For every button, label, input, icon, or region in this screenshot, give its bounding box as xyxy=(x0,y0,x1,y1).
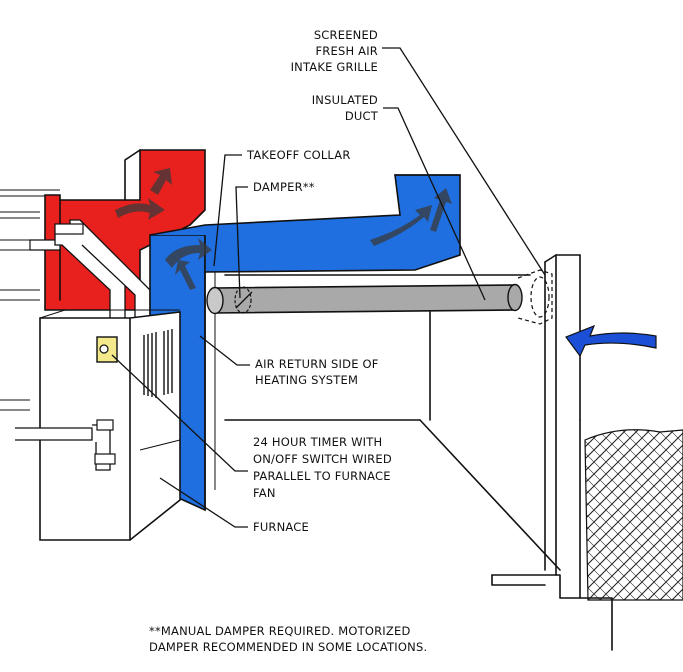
label-screened-grille-line1: SCREENED xyxy=(314,28,378,42)
fresh-air-arrow xyxy=(565,324,657,358)
footnote-line1: **MANUAL DAMPER REQUIRED. MOTORIZED xyxy=(149,624,411,638)
label-timer-line3: PARALLEL TO FURNACE xyxy=(253,469,391,483)
label-screened-grille-line2: FRESH AIR xyxy=(315,44,378,58)
label-air-return-line1: AIR RETURN SIDE OF xyxy=(255,357,379,371)
footnote-line2: DAMPER RECOMMENDED IN SOME LOCATIONS. xyxy=(149,640,427,654)
label-takeoff-collar: TAKEOFF COLLAR xyxy=(246,148,351,162)
label-insulated-duct-line1: INSULATED xyxy=(312,93,378,107)
label-furnace: FURNACE xyxy=(253,520,309,534)
label-damper: DAMPER** xyxy=(253,180,315,194)
label-timer-line1: 24 HOUR TIMER WITH xyxy=(253,435,382,449)
airflow-arrows xyxy=(115,168,452,290)
label-timer-line2: ON/OFF SWITCH WIRED xyxy=(253,452,392,466)
label-timer-line4: FAN xyxy=(253,486,276,500)
label-air-return-line2: HEATING SYSTEM xyxy=(255,373,358,387)
label-insulated-duct-line2: DUCT xyxy=(345,109,379,123)
soil-hatching xyxy=(584,429,683,601)
fresh-air-duct xyxy=(206,269,553,325)
leader-lines xyxy=(111,47,546,528)
label-screened-grille-line3: INTAKE GRILLE xyxy=(291,60,378,74)
timer-box xyxy=(96,336,118,363)
furnace xyxy=(15,309,181,541)
